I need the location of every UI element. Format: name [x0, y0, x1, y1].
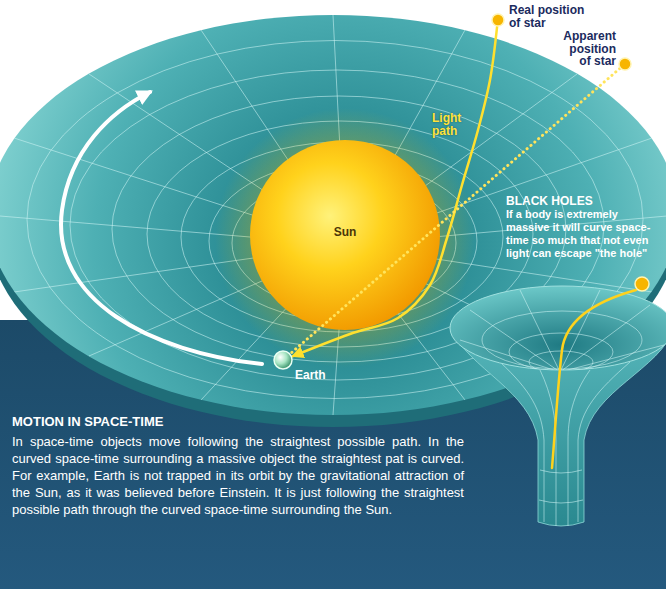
sun-glow [215, 108, 475, 368]
star-marker [635, 277, 649, 291]
grid-line [560, 305, 650, 372]
grid-line [560, 290, 600, 372]
star-marker-outline [618, 57, 632, 71]
grid [0, 15, 666, 415]
section-heading: BLACK HOLES [506, 194, 662, 208]
grid-line [539, 500, 583, 503]
light-path [292, 27, 497, 356]
black-hole-rim [450, 286, 666, 370]
space-time-surface [0, 15, 666, 415]
label-group: BLACK HOLESIf a body is extremely massiv… [506, 194, 662, 260]
earth-label: Earth [295, 368, 345, 382]
panel-body: In space-time objects move following the… [12, 433, 464, 518]
orbit-arrow [61, 92, 262, 364]
earth-sphere: Earth [273, 350, 293, 370]
sun-circle: Sun [250, 140, 440, 330]
earth-sphere [274, 351, 292, 369]
grid-line [460, 340, 560, 372]
star-marker [492, 14, 504, 26]
grid-line [540, 470, 582, 473]
sun-sphere [250, 140, 440, 330]
star-marker-outline [491, 13, 505, 27]
star-marker: Real position of star [491, 13, 505, 27]
funnel-grid [500, 362, 630, 526]
grid-line [578, 362, 630, 522]
star-label: Real position of star [509, 4, 593, 29]
grid-line [560, 345, 664, 372]
panel-heading: MOTION IN SPACE-TIME [12, 414, 464, 430]
edge-label-holder: Light path [432, 112, 470, 138]
sun-label: Sun [334, 225, 357, 239]
edge-label: Light path [432, 112, 468, 138]
star-marker: Apparent position of star [618, 57, 632, 71]
grid-line [520, 290, 560, 372]
section-body: If a body is extremely massive it will c… [506, 208, 662, 260]
captured-light-path [552, 290, 636, 468]
earth-sphere-outline [273, 350, 293, 370]
star-label: Apparent position of star [556, 30, 616, 68]
text-panel: MOTION IN SPACE-TIME In space-time object… [12, 414, 464, 521]
grid-line [470, 310, 560, 372]
star-marker [619, 58, 631, 70]
grid-line [500, 362, 544, 522]
